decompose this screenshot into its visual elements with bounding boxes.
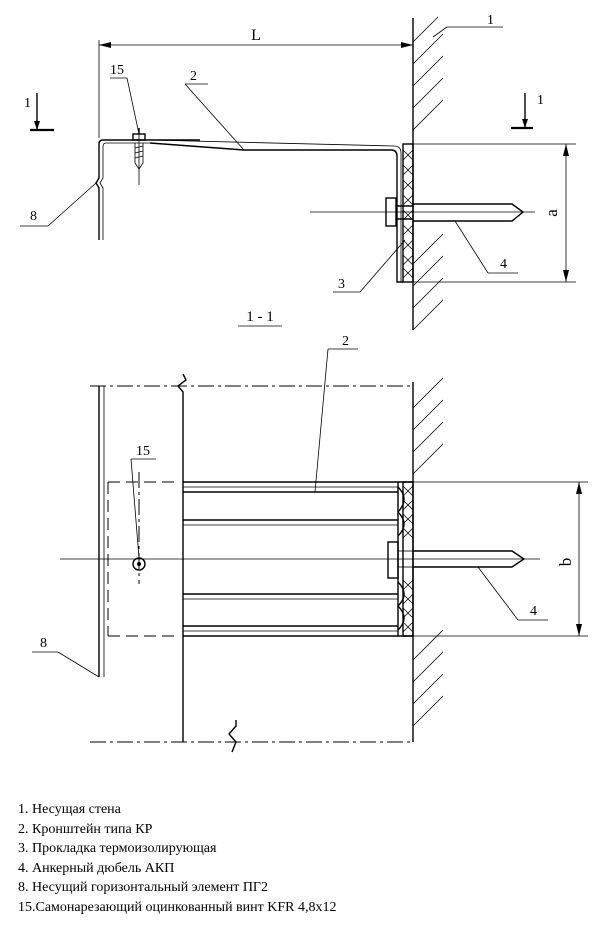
svg-text:1: 1 (487, 13, 494, 28)
wall-bottom (412, 377, 444, 742)
legend: 1. Несущая стена 2. Кронштейн типа КР 3.… (18, 800, 578, 918)
svg-text:4: 4 (500, 257, 507, 272)
break-lines (90, 373, 413, 753)
callout-1-top: 1 (432, 13, 503, 38)
legend-item: 8. Несущий горизонтальный элемент ПГ2 (18, 880, 269, 896)
section-title: 1 - 1 (238, 309, 282, 327)
anchor-dowel-top (310, 197, 535, 227)
top-side-view: L a 1 1 1 (20, 13, 576, 331)
svg-text:15: 15 (110, 63, 124, 78)
callout-15-top: 15 (110, 63, 140, 135)
callout-4-bottom: 4 (477, 566, 548, 621)
svg-text:8: 8 (30, 209, 37, 224)
dimension-b: b (413, 481, 588, 637)
thermal-pad-top (402, 143, 414, 283)
svg-text:15: 15 (136, 444, 150, 459)
wall-top (412, 16, 444, 331)
svg-text:4: 4 (530, 604, 537, 619)
dimension-a-label: a (542, 209, 561, 217)
legend-item: 15.Самонарезающий оцинкованный винт KFR … (18, 899, 337, 915)
dimension-l: L (98, 27, 414, 138)
callout-4-top: 4 (454, 220, 518, 274)
svg-text:3: 3 (338, 277, 345, 292)
bottom-section-view: b 2 15 8 4 (32, 334, 588, 753)
callout-2-bottom: 2 (314, 334, 358, 493)
callout-3-top: 3 (333, 239, 406, 293)
callout-8-top: 8 (20, 182, 97, 227)
legend-item: 2. Кронштейн типа КР (18, 821, 153, 837)
svg-text:1: 1 (537, 93, 544, 108)
screw-bottom (132, 472, 146, 584)
anchor-dowel-bottom (60, 541, 540, 579)
callout-2-top: 2 (184, 69, 245, 151)
bracket-kr-bottom (183, 481, 413, 637)
dimension-l-label: L (251, 27, 261, 44)
dimension-b-label: b (556, 558, 575, 567)
section-mark-right: 1 (511, 93, 544, 130)
bracket-assembly-drawing: L a 1 1 1 (20, 13, 588, 753)
horizontal-element-pg2-top (95, 139, 150, 240)
bracket-kr-top (149, 139, 403, 283)
legend-item: 4. Анкерный дюбель АКП (18, 860, 175, 876)
svg-text:2: 2 (342, 334, 349, 349)
dimension-a: a (413, 143, 576, 283)
callout-8-bottom: 8 (32, 636, 100, 678)
section-mark-left: 1 (24, 93, 54, 132)
legend-item: 3. Прокладка термоизолирующая (18, 841, 217, 857)
svg-text:1: 1 (24, 96, 31, 111)
svg-text:2: 2 (190, 69, 197, 84)
screw-top (132, 128, 146, 185)
horizontal-element-pg2-bottom (98, 386, 105, 677)
svg-text:1 - 1: 1 - 1 (246, 309, 274, 325)
callout-15-bottom: 15 (130, 444, 156, 559)
svg-text:8: 8 (40, 636, 47, 651)
legend-item: 1. Несущая стена (18, 802, 121, 817)
